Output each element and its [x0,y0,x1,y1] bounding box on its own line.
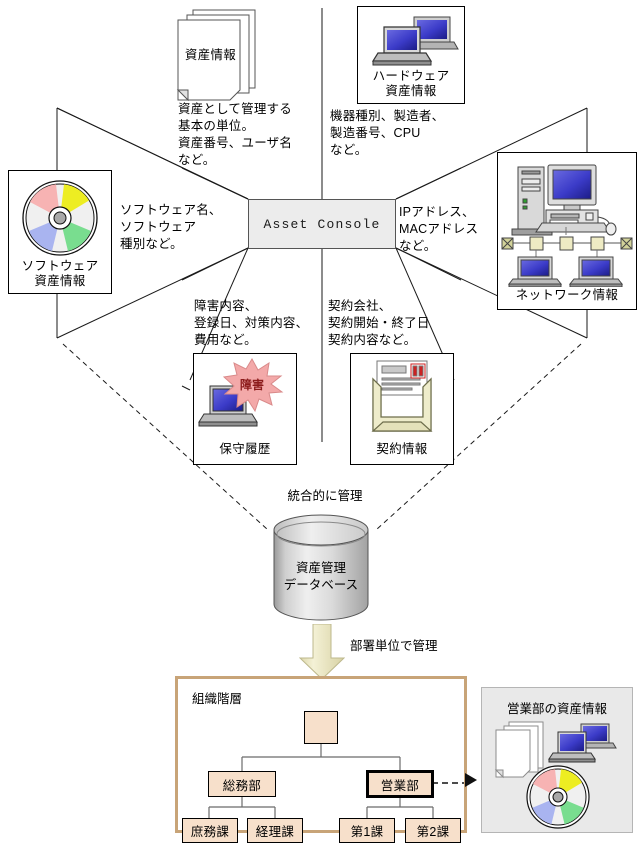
asset-console-label: Asset Console [263,216,381,232]
flow-caption: 部署単位で管理 [350,639,438,653]
org-node-root[interactable] [304,711,338,744]
sales-assets-icons [494,721,617,829]
db-caption: 統合的に管理 [287,489,363,503]
node-contract-info[interactable]: 契約情報 [350,353,454,465]
db-converge-lines [62,343,582,531]
org-node-shomuka[interactable]: 庶務課 [182,818,238,843]
org-title: 組織階層 [192,692,243,706]
node-asset-info-label: 資産情報 [184,48,237,62]
failure-burst-icon: 障害 [198,358,284,427]
node-maintenance-label: 保守履歴 [219,442,271,456]
cd-icon [22,180,98,256]
node-software-info[interactable]: ソフトウェア 資産情報 [8,170,112,294]
node-hardware-info-label: ハードウェア 資産情報 [372,69,450,98]
node-maintenance[interactable]: 障害 保守履歴 [193,353,297,465]
sales-assets-panel: 営業部の資産情報 [481,687,633,833]
node-network-info-label: ネットワーク情報 [515,288,619,302]
laptops-icon [371,16,459,66]
node-network-info[interactable]: ネットワーク情報 [497,152,637,310]
contract-info-desc: 契約会社、 契約開始・終了日 契約内容など。 [328,299,430,347]
asset-database-label: 資産管理 データベース [283,561,359,592]
database-cylinder-icon [273,514,369,621]
org-hierarchy-panel: 組織階層 総務部 営業部 庶務課 [175,676,467,843]
org-node-dai1ka[interactable]: 第1課 [339,818,395,843]
laptops-icon [548,723,617,763]
org-node-keiri[interactable]: 経理課 [247,818,303,843]
asset-console-node[interactable]: Asset Console [248,199,396,249]
software-info-desc: ソフトウェア名、 ソフトウェア 種別など。 [120,203,222,251]
org-connector-lines [208,744,464,818]
documents-icon [176,9,256,102]
network-icon [501,164,633,287]
burst-label: 障害 [240,377,264,392]
maintenance-desc: 障害内容、 登録日、対策内容、 費用など。 [194,299,309,347]
org-node-dai2ka[interactable]: 第2課 [405,818,461,843]
documents-icon [494,721,544,779]
node-software-info-label: ソフトウェア 資産情報 [21,259,99,288]
node-hardware-info[interactable]: ハードウェア 資産情報 [357,6,465,104]
org-node-eigyo[interactable]: 営業部 [366,770,434,798]
sales-assets-title: 営業部の資産情報 [506,702,607,716]
cd-icon [526,765,590,829]
network-info-desc: IPアドレス、 MACアドレス など。 [399,205,479,253]
asset-info-desc: 資産として管理する 基本の単位。 資産番号、ユーザ名 など。 [178,102,293,167]
org-to-sales-arrowhead [465,773,477,787]
node-asset-info[interactable]: 資産情報 [165,8,275,106]
flow-arrow-icon [299,624,345,680]
asset-database-node[interactable]: 資産管理 データベース [266,512,376,622]
node-contract-info-label: 契約情報 [376,442,428,456]
hardware-info-desc: 機器種別、製造者、 製造番号、CPU など。 [330,109,445,157]
envelope-icon [371,360,433,432]
org-node-soumu[interactable]: 総務部 [208,771,276,797]
